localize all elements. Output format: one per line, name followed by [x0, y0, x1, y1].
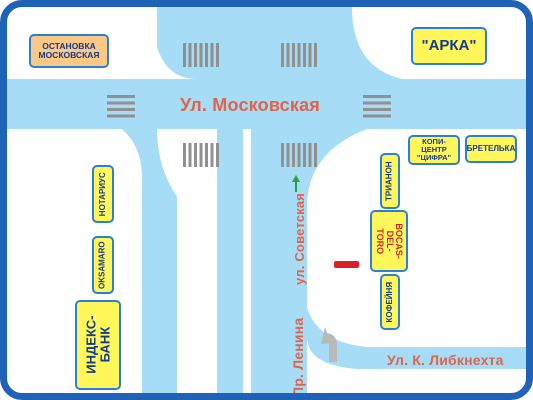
street-label-libknehta: Ул. К. Либкнехта: [387, 352, 504, 368]
label-ostanovka: ОСТАНОВКА МОСКОВСКАЯ: [29, 34, 109, 68]
marker-icon: [334, 261, 359, 268]
crosswalk-stripe: [188, 143, 192, 167]
crosswalk-stripe: [297, 143, 301, 167]
crosswalk-stripe: [216, 143, 219, 167]
label-kofeynya-text: КОФЕЙНЯ: [384, 281, 394, 323]
crosswalk-stripe: [363, 114, 391, 118]
label-bocas: BOCAS- DEL-TORO: [370, 210, 408, 272]
street-label-moskovskaya: Ул. Московская: [180, 95, 320, 115]
label-ostanovka-text: ОСТАНОВКА МОСКОВСКАЯ: [38, 41, 100, 60]
crosswalk-stripe: [107, 114, 135, 118]
median-strip: [243, 129, 251, 393]
label-bretelka-text: БРЕТЕЛЬКА: [466, 143, 516, 153]
crosswalk-stripe: [363, 108, 391, 111]
crosswalk-stripe: [308, 43, 312, 67]
crosswalk-bottom-right: [281, 143, 317, 167]
label-notarius-text: НОТАРИУС: [97, 171, 107, 216]
crosswalk-left: [107, 95, 135, 118]
crosswalk-stripe: [308, 143, 312, 167]
road-libknehta: [307, 307, 526, 369]
crosswalk-stripe: [297, 43, 301, 67]
crosswalk-stripe: [286, 43, 290, 67]
crosswalk-stripe: [292, 143, 295, 167]
crosswalk-top-right: [281, 43, 317, 67]
crosswalk-stripe: [281, 143, 284, 167]
turn-arrow-icon: [321, 327, 337, 362]
crosswalk-stripe: [210, 43, 214, 67]
label-trianon: ТРИАНОН: [380, 153, 400, 209]
crosswalk-stripe: [205, 43, 208, 67]
road-right-curve: [277, 129, 367, 393]
label-kopi-text: КОПИ-ЦЕНТР "ЦИФРА": [416, 137, 452, 162]
crosswalk-stripe: [107, 95, 135, 98]
crosswalk-stripe: [281, 43, 284, 67]
label-arka-text: "АРКА": [421, 37, 477, 55]
street-label-sovetskaya: ул. Советская: [292, 193, 307, 285]
crosswalk-top-left: [183, 43, 219, 67]
crosswalk-stripe: [183, 43, 186, 67]
crosswalk-stripe: [107, 108, 135, 111]
crosswalk-stripe: [363, 101, 391, 105]
crosswalk-stripe: [303, 43, 306, 67]
road-left-vertical: [122, 129, 177, 393]
crosswalk-stripe: [216, 43, 219, 67]
label-oksamaro-text: OKSAMARO: [97, 241, 107, 289]
label-indeks: ИНДЕКС- БАНК: [75, 300, 121, 390]
label-notarius: НОТАРИУС: [92, 165, 114, 223]
label-kopi: КОПИ-ЦЕНТР "ЦИФРА": [408, 135, 460, 165]
crosswalk-stripe: [314, 43, 317, 67]
crosswalk-stripe: [286, 143, 290, 167]
crosswalk-stripe: [199, 43, 203, 67]
label-kofeynya: КОФЕЙНЯ: [380, 274, 400, 330]
crosswalk-stripe: [194, 143, 197, 167]
street-label-lenina: Пр. Ленина: [290, 318, 306, 397]
arrow-up-icon: [292, 175, 300, 192]
crosswalk-stripe: [205, 143, 208, 167]
label-bretelka: БРЕТЕЛЬКА: [465, 135, 517, 163]
crosswalk-bottom-left: [183, 143, 219, 167]
crosswalk-right: [363, 95, 391, 118]
crosswalk-stripe: [183, 143, 186, 167]
crosswalk-stripe: [194, 43, 197, 67]
crosswalk-stripe: [107, 101, 135, 105]
label-oksamaro: OKSAMARO: [92, 236, 114, 294]
label-bocas-text: BOCAS- DEL-TORO: [375, 223, 405, 259]
street-map: Ул. Московская ул. Советская Пр. Ленина …: [7, 7, 526, 397]
label-indeks-text: ИНДЕКС- БАНК: [83, 315, 112, 375]
crosswalk-stripe: [292, 43, 295, 67]
label-trianon-text: ТРИАНОН: [384, 161, 394, 201]
crosswalk-stripe: [363, 95, 391, 98]
crosswalk-stripe: [210, 143, 214, 167]
label-arka: "АРКА": [411, 27, 487, 65]
crosswalk-stripe: [199, 143, 203, 167]
crosswalk-stripe: [303, 143, 306, 167]
crosswalk-stripe: [188, 43, 192, 67]
road-upper-right-curve: [277, 7, 402, 79]
crosswalk-stripe: [314, 143, 317, 167]
